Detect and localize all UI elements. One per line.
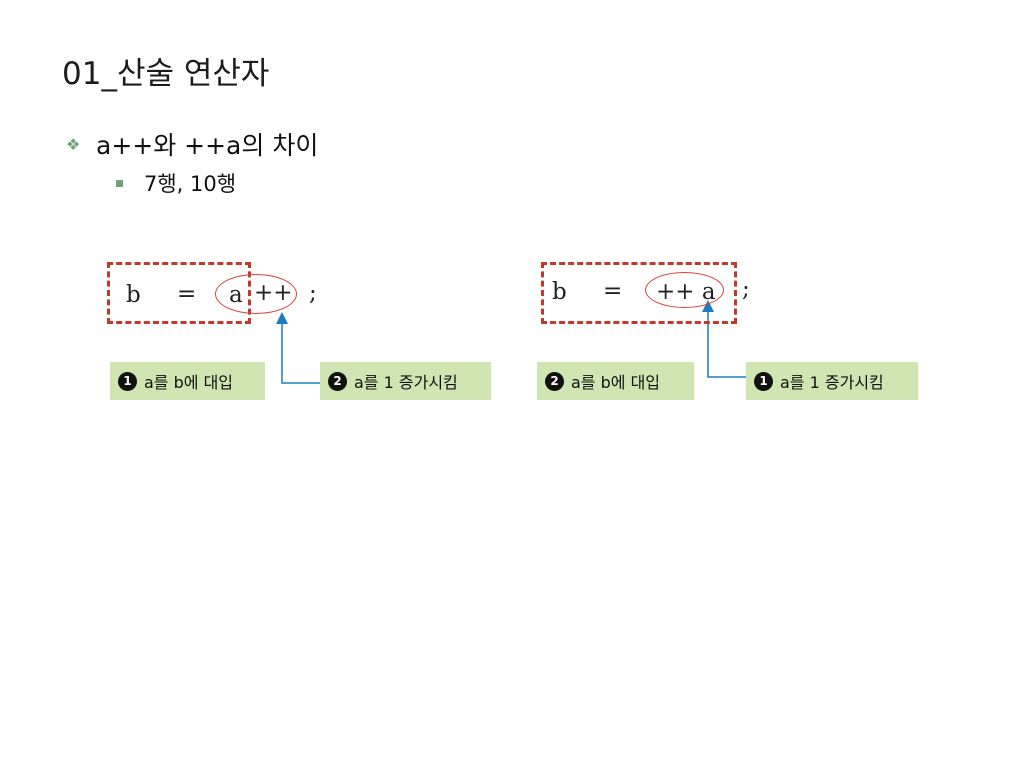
bullet-level-1: ❖ a++와 ++a의 차이 — [66, 126, 318, 162]
right-oval-plusplus-a — [645, 272, 724, 308]
step-number-badge: 2 — [328, 371, 347, 391]
left-label-assign: 1 a를 b에 대입 — [110, 362, 265, 400]
step-number-badge: 1 — [754, 371, 773, 391]
slide-title: 01_산술 연산자 — [62, 56, 270, 92]
step-number-badge: 1 — [118, 371, 137, 391]
left-oval-plusplus — [215, 274, 297, 314]
right-code-eq: = — [603, 278, 623, 304]
right-code-semi: ; — [742, 276, 750, 302]
left-code-semi: ; — [309, 280, 317, 306]
left-label-assign-text: a를 b에 대입 — [144, 373, 234, 392]
left-code-b: b — [126, 282, 141, 308]
bullet-level-2: 7행, 10행 — [116, 168, 236, 198]
bullet-level-1-text: a++와 ++a의 차이 — [96, 131, 319, 160]
right-dashed-box — [541, 262, 737, 324]
diamond-bullet-icon: ❖ — [66, 134, 81, 154]
right-code-op-a: ++ a — [656, 279, 716, 305]
right-label-increment: 1 a를 1 증가시킴 — [746, 362, 918, 400]
left-label-increment: 2 a를 1 증가시킴 — [320, 362, 491, 400]
right-code-b: b — [552, 279, 567, 305]
left-code-op: ++ — [254, 280, 293, 306]
left-label-increment-text: a를 1 증가시킴 — [354, 373, 458, 392]
right-label-increment-text: a를 1 증가시킴 — [780, 373, 884, 392]
right-arrow-line — [702, 300, 746, 378]
bullet-level-2-text: 7행, 10행 — [144, 172, 237, 196]
left-code-a: a — [229, 282, 243, 308]
left-code-eq: = — [177, 281, 197, 307]
right-label-assign-text: a를 b에 대입 — [571, 373, 661, 392]
square-bullet-icon — [116, 179, 123, 187]
step-number-badge: 2 — [545, 371, 564, 391]
right-label-assign: 2 a를 b에 대입 — [537, 362, 694, 400]
left-arrow-line — [276, 312, 320, 384]
